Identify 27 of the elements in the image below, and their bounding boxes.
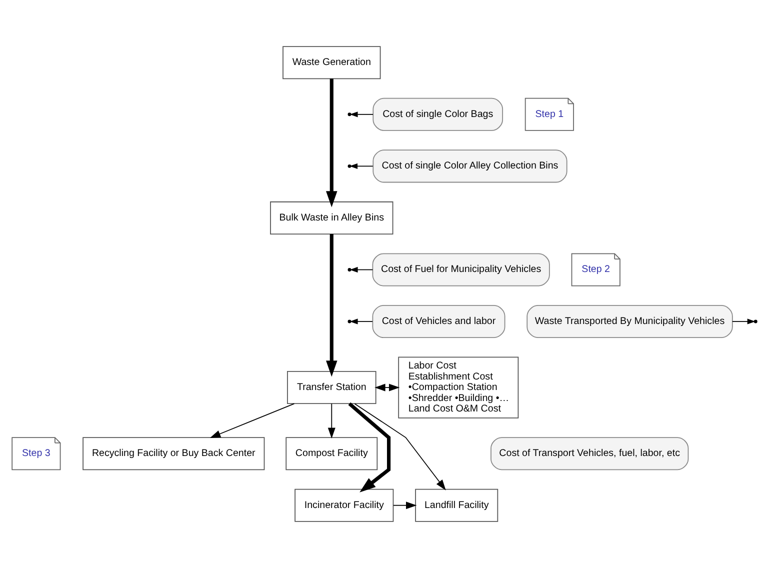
- arrow: [349, 162, 374, 168]
- node-box: Labor Cost Establishment Cost •Compaction Station •Shredder •Building •… Land Cost O&M Cost: [398, 356, 519, 418]
- arrow: [210, 402, 295, 438]
- arrow: [393, 501, 417, 509]
- node-box: Cost of single Color Bags: [372, 97, 504, 130]
- node-box: Recycling Facility or Buy Back Center: [82, 436, 265, 470]
- arrow: [374, 383, 400, 391]
- node-box: Cost of Fuel for Municipality Vehicles: [372, 252, 550, 286]
- arrow: [326, 234, 338, 376]
- node-box: Transfer Station: [287, 370, 376, 404]
- arrow: [732, 318, 756, 324]
- node-box: Waste Transported By Municipality Vehicles: [526, 304, 733, 338]
- node-box: Landfill Facility: [415, 488, 498, 522]
- node-box: Compost Facility: [286, 436, 378, 470]
- node-box: Waste Generation: [282, 46, 381, 79]
- node-box: Cost of Vehicles and labor: [372, 304, 506, 338]
- node-box: Cost of Transport Vehicles, fuel, labor, etc: [490, 436, 689, 470]
- node-box: Incinerator Facility: [294, 488, 394, 522]
- arrow: [350, 266, 374, 272]
- node-box: Bulk Waste in Alley Bins: [270, 200, 394, 234]
- arrow: [328, 402, 336, 438]
- arrow: [354, 402, 446, 490]
- arrow: [348, 402, 391, 492]
- node-box: Cost of single Color Alley Collection Bins: [372, 149, 568, 182]
- arrow: [326, 78, 338, 207]
- arrow: [350, 111, 374, 117]
- arrow: [350, 318, 373, 324]
